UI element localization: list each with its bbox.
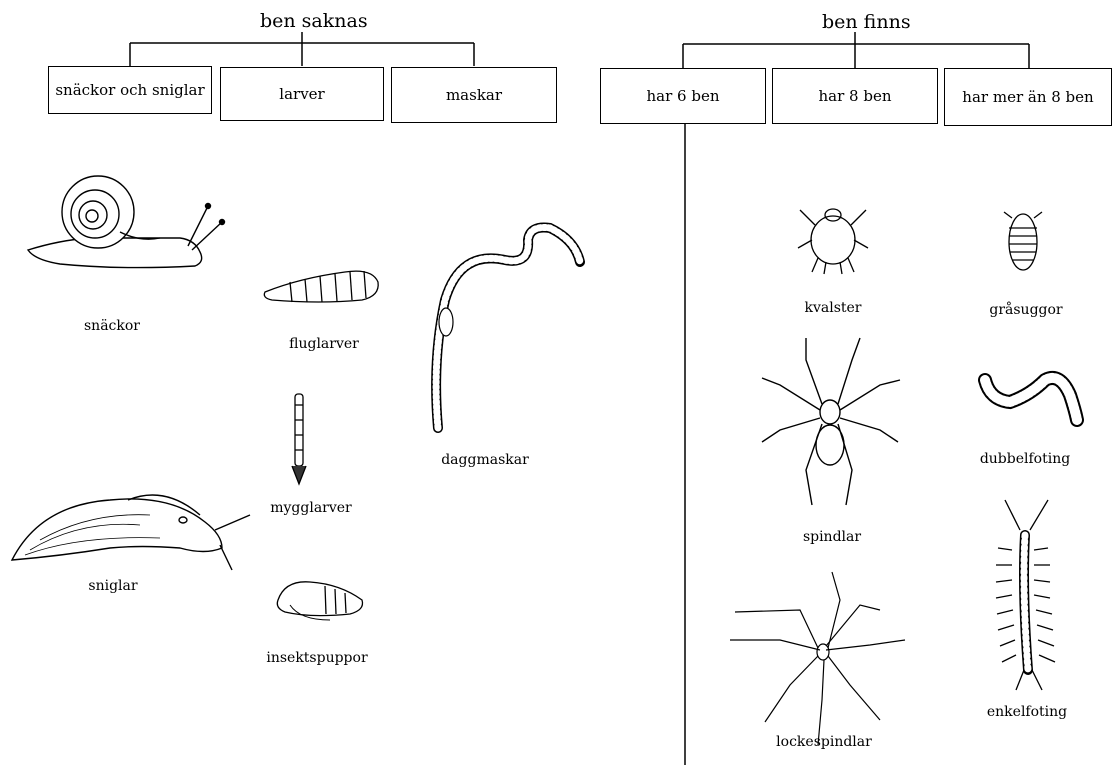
heading-ben-finns: ben finns bbox=[822, 11, 911, 33]
heading-ben-saknas: ben saknas bbox=[260, 10, 368, 32]
label-insektspuppor: insektspuppor bbox=[266, 650, 367, 666]
harvestman-drawing bbox=[730, 572, 905, 745]
label-sniglar: sniglar bbox=[88, 578, 137, 594]
label-mygglarver: mygglarver bbox=[270, 500, 352, 516]
mosquito-larva-drawing bbox=[292, 394, 306, 484]
snail-drawing bbox=[28, 176, 225, 268]
label-grasuggor: gråsuggor bbox=[989, 302, 1062, 318]
box-maskar: maskar bbox=[391, 67, 557, 123]
mite-drawing bbox=[798, 209, 868, 274]
box-snackor-och-sniglar: snäckor och sniglar bbox=[48, 66, 212, 114]
label-spindlar: spindlar bbox=[803, 529, 861, 545]
spider-drawing bbox=[762, 338, 900, 505]
slug-drawing bbox=[12, 495, 250, 570]
label-fluglarver: fluglarver bbox=[289, 336, 359, 352]
box-har-6-ben: har 6 ben bbox=[600, 68, 766, 124]
box-har-8-ben: har 8 ben bbox=[772, 68, 938, 124]
box-larver: larver bbox=[220, 67, 384, 121]
woodlouse-drawing bbox=[1004, 212, 1042, 270]
centipede-drawing bbox=[996, 500, 1055, 690]
pupa-drawing bbox=[277, 582, 362, 620]
label-snackor: snäckor bbox=[84, 318, 140, 334]
fly-larva-drawing bbox=[264, 271, 378, 302]
label-enkelfoting: enkelfoting bbox=[987, 704, 1067, 720]
millipede-drawing bbox=[985, 378, 1077, 420]
label-dubbelfoting: dubbelfoting bbox=[980, 451, 1070, 467]
earthworm-drawing bbox=[436, 228, 580, 429]
label-daggmaskar: daggmaskar bbox=[441, 452, 529, 468]
label-kvalster: kvalster bbox=[804, 300, 861, 316]
label-lockespindlar: lockespindlar bbox=[776, 734, 872, 750]
box-har-mer-an-8-ben: har mer än 8 ben bbox=[944, 68, 1112, 126]
